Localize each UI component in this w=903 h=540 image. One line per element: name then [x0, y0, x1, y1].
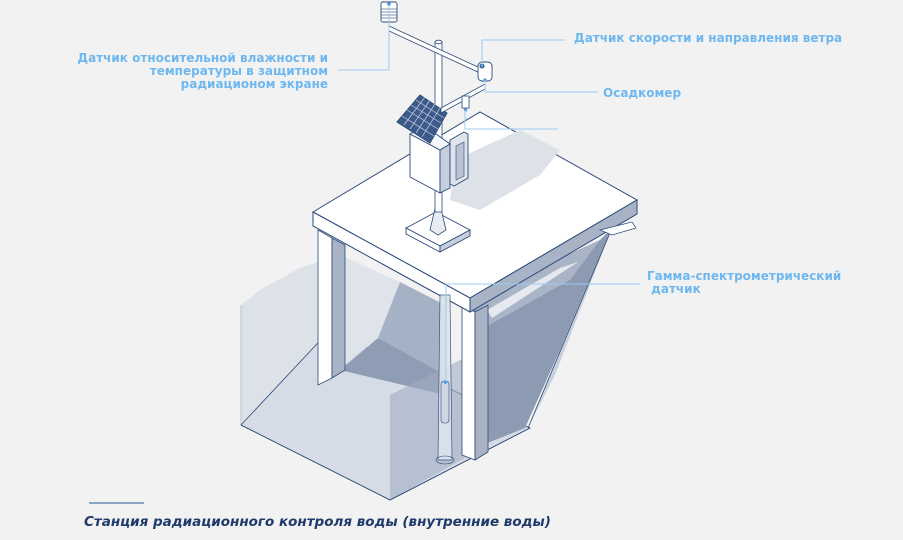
mast-base [405, 195, 471, 253]
electronics-cabinet [409, 125, 469, 194]
diagram-caption: Станция радиационного контроля воды (вну… [84, 514, 551, 530]
label-line: Датчик относительной влажности и [77, 51, 328, 65]
platform-legs [317, 229, 489, 461]
label-wind-sensor: Датчик скорости и направления ветра [574, 31, 843, 45]
rain-gauge [461, 95, 470, 112]
concrete-platform [311, 111, 639, 313]
leader-lines [338, 5, 640, 382]
label-gamma-sensor: Гамма-спектрометрический датчик [647, 270, 841, 296]
caption-divider [89, 502, 144, 504]
label-line: радиационом экране [180, 77, 328, 91]
label-rain-gauge: Осадкомер [603, 86, 682, 100]
wind-sensor [477, 61, 493, 82]
solar-panel [396, 94, 448, 144]
label-humidity-sensor: Датчик относительной влажности и темпера… [77, 52, 328, 91]
label-line: датчик [647, 282, 701, 296]
label-line: Гамма-спектрометрический [647, 269, 842, 283]
gamma-sensor [435, 294, 455, 465]
label-line: температуры в защитном [149, 64, 328, 78]
